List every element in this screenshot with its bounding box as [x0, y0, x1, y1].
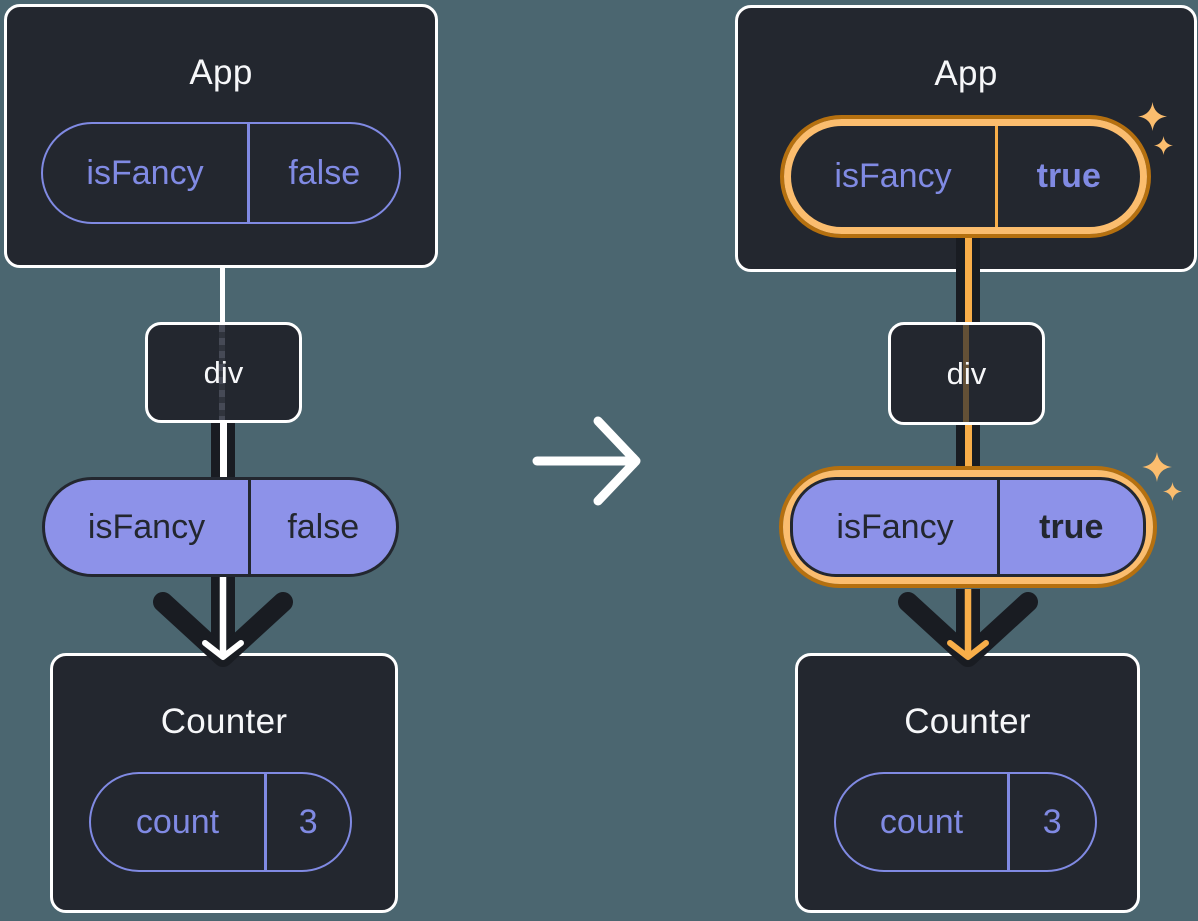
before-app-to-div-connector	[220, 265, 225, 322]
state-value: false	[288, 153, 361, 192]
before-div-label: div	[203, 354, 244, 390]
pill-divider	[1007, 774, 1010, 870]
state-name: isFancy	[834, 157, 952, 195]
after-app-title: App	[934, 54, 998, 93]
prop-name: isFancy	[836, 507, 954, 546]
pill-divider	[248, 480, 251, 574]
after-div-label: div	[946, 355, 987, 391]
before-counter-title: Counter	[160, 702, 288, 741]
after-prop-pill: isFancy true	[790, 477, 1146, 577]
before-counter-state-pill: count 3	[89, 772, 352, 872]
state-value: 3	[1042, 802, 1062, 841]
state-name: isFancy	[86, 153, 204, 192]
highlight-ring: isFancy true	[784, 119, 1147, 234]
sparkle-icon	[1138, 102, 1167, 131]
after-prop-pill-highlight: isFancy true	[779, 466, 1157, 588]
before-div-to-prop-connector-core	[220, 423, 227, 479]
before-app-title: App	[189, 53, 253, 92]
state-name: count	[879, 802, 964, 841]
after-counter-box: Counter count 3	[795, 653, 1140, 913]
highlight-ring: isFancy true	[783, 470, 1153, 584]
after-div-box: div	[888, 322, 1045, 425]
state-value: true	[1036, 157, 1101, 195]
prop-value: false	[287, 507, 360, 546]
before-div-box: div	[145, 322, 302, 423]
before-app-state-pill: isFancy false	[41, 122, 401, 224]
after-app-box: App isFancy true	[735, 5, 1197, 272]
state-name: count	[135, 802, 220, 841]
prop-value: true	[1039, 507, 1104, 546]
sparkle-icon	[1142, 452, 1172, 482]
after-div-to-prop-connector-core	[965, 425, 972, 476]
sparkle-icon	[1154, 136, 1173, 155]
after-counter-title: Counter	[904, 702, 1031, 741]
pill-divider	[997, 480, 1000, 574]
pill-divider	[264, 774, 267, 870]
connector-ghost-line	[219, 325, 225, 420]
before-prop-arrow-icon	[153, 577, 293, 667]
state-value: 3	[298, 802, 318, 841]
sparkle-icon	[1163, 482, 1182, 501]
after-app-state-pill: isFancy true	[791, 126, 1140, 227]
arrow-right-icon	[532, 416, 641, 506]
before-counter-box: Counter count 3	[50, 653, 398, 913]
connector-ghost-line	[963, 325, 969, 422]
pill-divider	[995, 126, 998, 227]
after-counter-state-pill: count 3	[834, 772, 1097, 872]
prop-name: isFancy	[87, 507, 206, 546]
after-app-to-div-connector-core	[965, 237, 972, 322]
pill-divider	[247, 124, 250, 222]
after-prop-arrow-icon	[898, 589, 1038, 667]
before-app-box: App isFancy false	[4, 4, 438, 268]
before-prop-pill: isFancy false	[42, 477, 399, 577]
after-app-state-pill-highlight: isFancy true	[780, 115, 1151, 238]
